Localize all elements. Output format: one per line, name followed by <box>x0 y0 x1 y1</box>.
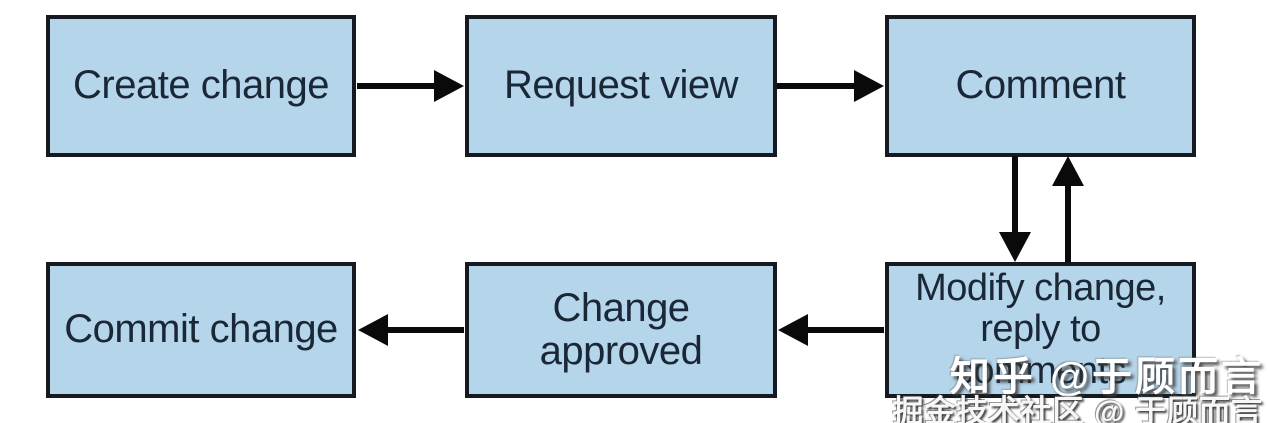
node-label: Create change <box>73 63 329 108</box>
node-comment: Comment <box>885 15 1196 157</box>
arrow-modify-to-approved <box>778 314 884 346</box>
node-modify-change: Modify change, reply to comments <box>885 262 1196 398</box>
node-request-view: Request view <box>465 15 777 157</box>
arrow-approved-to-commit <box>358 314 464 346</box>
watermark-zhihu: 知乎 @于顾而言 <box>949 355 1264 399</box>
node-label: Comment <box>955 63 1126 108</box>
node-change-approved: Change approved <box>465 262 777 398</box>
node-label: Request view <box>503 63 739 108</box>
arrow-comment-to-modify <box>999 156 1031 262</box>
node-label: Modify change, reply to comments <box>915 267 1166 392</box>
node-commit-change: Commit change <box>46 262 356 398</box>
node-label: Change approved <box>539 285 703 373</box>
arrow-request-to-comment <box>777 70 884 102</box>
node-create-change: Create change <box>46 15 356 157</box>
node-label: Commit change <box>64 307 338 352</box>
arrow-modify-to-comment <box>1052 156 1084 262</box>
arrow-create-to-request <box>357 70 464 102</box>
watermark-juejin: 掘金技术社区 @ 于顾而言 <box>892 394 1263 423</box>
